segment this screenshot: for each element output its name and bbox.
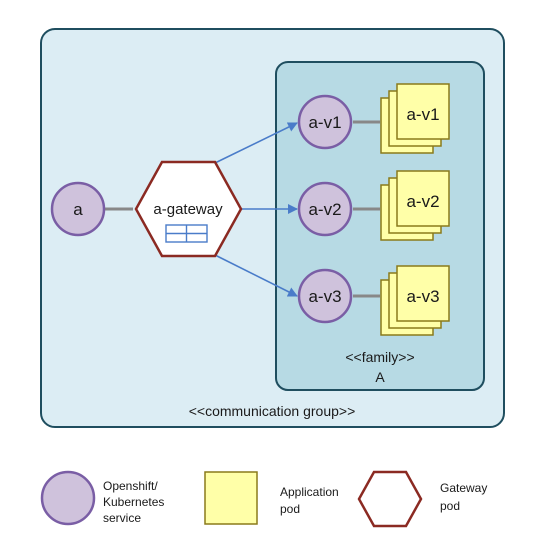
- legend-service-line3: service: [103, 511, 141, 525]
- service-a-v1: [297, 94, 353, 150]
- group-label: <<communication group>>: [189, 403, 356, 419]
- legend-pod-line1: Application: [280, 485, 339, 499]
- service-a-v3-label: a-v3: [308, 287, 341, 306]
- service-a-v1-label: a-v1: [308, 113, 341, 132]
- service-a-v3: [297, 268, 353, 324]
- pod-a-v3-label: a-v3: [406, 287, 439, 306]
- pod-stack-a-v2: [380, 170, 450, 241]
- legend-gateway-line2: pod: [440, 499, 460, 513]
- table-grid-icon: [165, 224, 208, 243]
- arrow-to-a-v1: [214, 122, 298, 164]
- arrow-to-a-v3: [214, 254, 298, 297]
- legend-service-icon: [40, 470, 96, 526]
- legend-gateway-icon: [357, 470, 423, 528]
- gateway-hexagon: [134, 160, 243, 258]
- pod-stack-a-v1: [380, 83, 450, 154]
- service-a: [50, 181, 106, 237]
- service-a-v2-label: a-v2: [308, 200, 341, 219]
- service-a-v2: [297, 181, 353, 237]
- legend-service-line1: Openshift/: [103, 479, 158, 493]
- family-name: A: [375, 369, 385, 385]
- gateway-label: a-gateway: [153, 201, 223, 218]
- legend: Openshift/ Kubernetes service Applicatio…: [40, 470, 487, 528]
- service-a-label: a: [73, 200, 83, 219]
- legend-pod-icon: [204, 471, 258, 525]
- pod-a-v1-label: a-v1: [406, 105, 439, 124]
- legend-gateway-line1: Gateway: [440, 481, 487, 495]
- legend-pod-line2: pod: [280, 502, 300, 516]
- legend-service-line2: Kubernetes: [103, 495, 164, 509]
- pod-a-v2-label: a-v2: [406, 192, 439, 211]
- family-label: <<family>>: [345, 349, 414, 365]
- pod-stack-a-v3: [380, 265, 450, 336]
